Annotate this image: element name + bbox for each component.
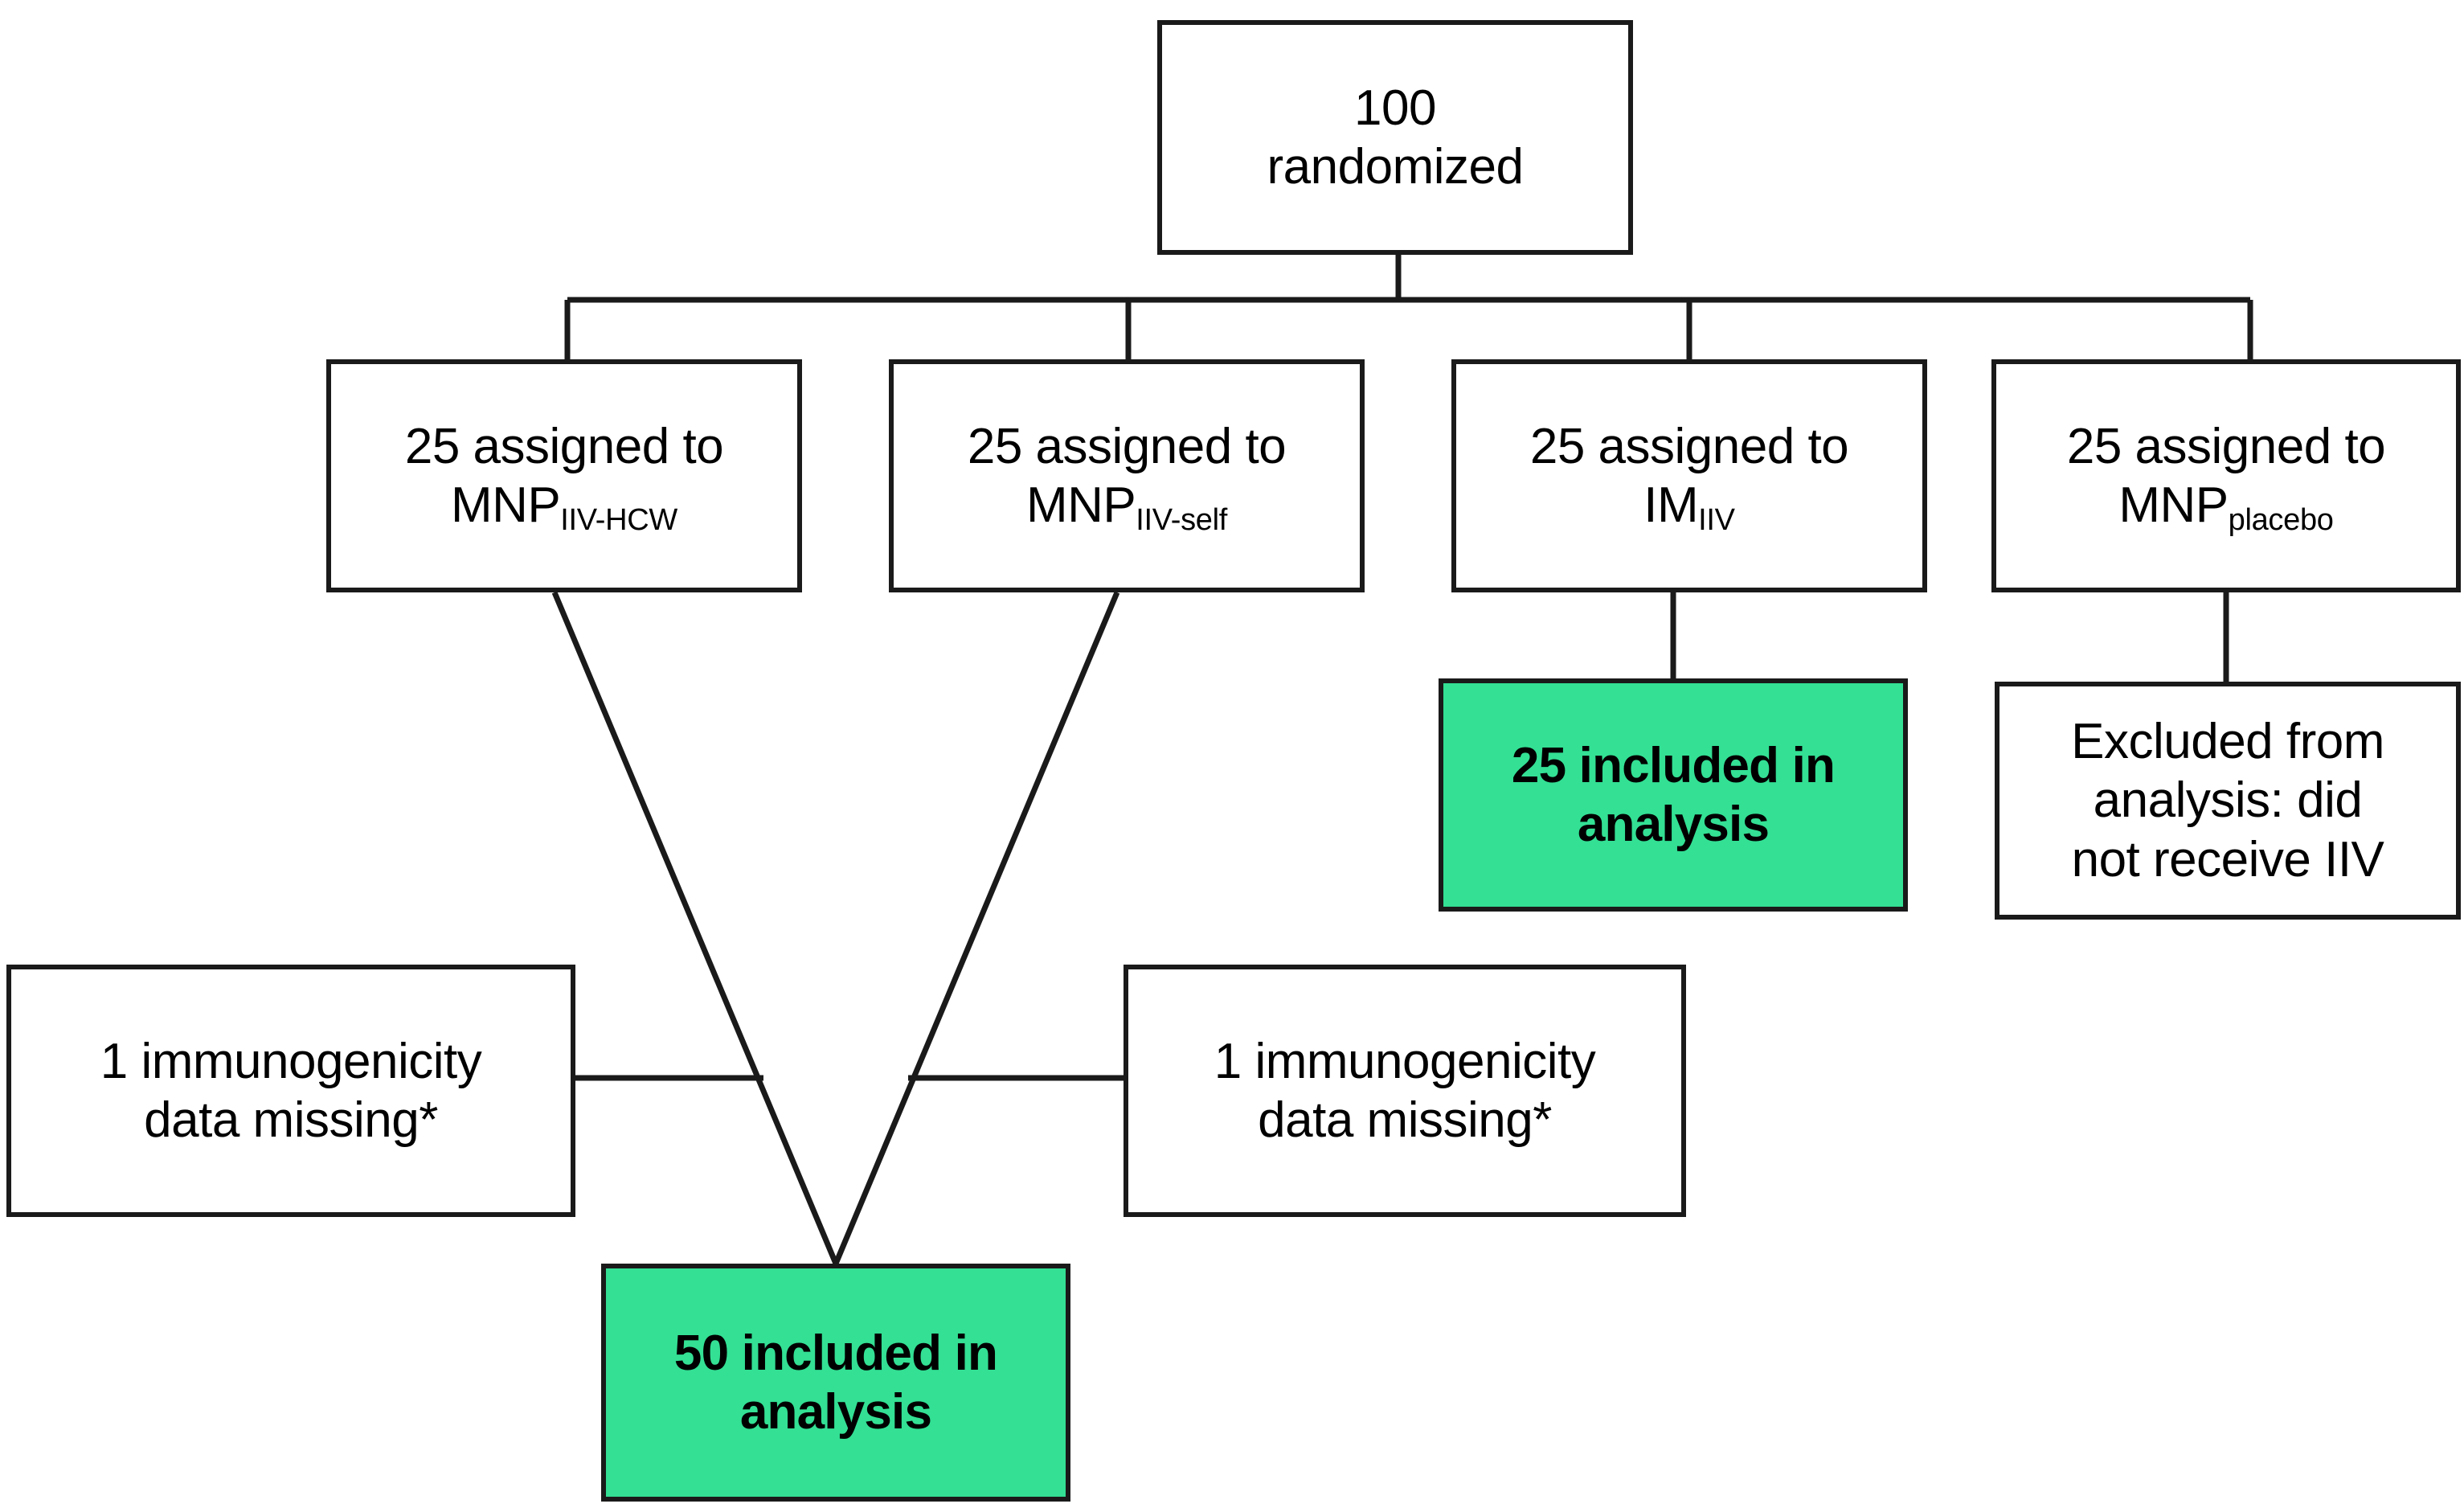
node-included-50-line1: 50 included in: [673, 1325, 998, 1381]
node-arm-im-iiv-line1: 25 assigned to: [1529, 418, 1849, 474]
node-included-25-line2: analysis: [1577, 797, 1770, 852]
node-arm-mnp-iiv-hcw-product: MNP: [451, 477, 561, 533]
node-excluded-line3: not receive IIV: [2071, 831, 2384, 887]
node-arm-mnp-placebo-subscript: placebo: [2228, 503, 2334, 537]
node-arm-mnp-iiv-hcw-subscript: IIV-HCW: [560, 503, 677, 537]
node-excluded-line1: Excluded from: [2071, 714, 2384, 770]
node-arm-mnp-iiv-self-subscript: IIV-self: [1136, 503, 1228, 537]
node-randomized-line1: 100: [1354, 80, 1436, 136]
node-arm-im-iiv-product: IM: [1643, 477, 1699, 533]
node-arm-mnp-iiv-self-line1: 25 assigned to: [967, 418, 1287, 474]
node-randomized-line2: randomized: [1267, 139, 1524, 195]
node-arm-mnp-placebo-product: MNP: [2118, 477, 2229, 533]
node-arm-mnp-iiv-hcw-line1: 25 assigned to: [404, 418, 724, 474]
node-missing-data-right-line1: 1 immunogenicity: [1214, 1033, 1596, 1089]
node-arm-mnp-iiv-self-product: MNP: [1025, 477, 1136, 533]
node-arm-mnp-placebo-line1: 25 assigned to: [2066, 418, 2386, 474]
edge-diagonal-right: [833, 591, 1120, 1265]
node-included-50-line2: analysis: [739, 1384, 932, 1440]
node-arm-im-iiv-subscript: IIV: [1698, 503, 1735, 537]
node-missing-data-right-line2: data missing*: [1258, 1092, 1552, 1148]
edge-diagonal-left: [551, 591, 839, 1265]
node-excluded-line2: analysis: did: [2093, 772, 2363, 829]
node-missing-data-left-line2: data missing*: [144, 1092, 438, 1148]
node-missing-data-left-line1: 1 immunogenicity: [100, 1033, 482, 1089]
node-included-25-line1: 25 included in: [1511, 737, 1836, 793]
